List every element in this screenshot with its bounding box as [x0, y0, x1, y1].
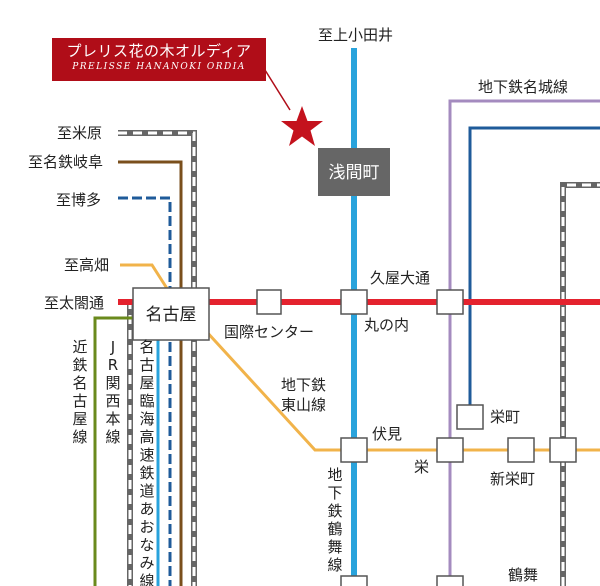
property-name-jp: プレリス花の木オルディア — [66, 42, 252, 60]
station-name-shinsakae: 新栄町 — [490, 470, 535, 488]
label-to-gifu: 至名鉄岐阜 — [28, 153, 103, 171]
callout-leader — [264, 69, 291, 111]
station-name-fushimi: 伏見 — [372, 425, 402, 443]
station-name-kokusai: 国際センター — [224, 323, 314, 341]
jr-line-chuo-east — [560, 182, 600, 586]
label-to-kamiotai: 至上小田井 — [318, 26, 393, 44]
meiko-line — [468, 126, 600, 410]
hakata-line — [118, 196, 172, 586]
station-markers — [132, 148, 577, 586]
station-box-kokusai[interactable] — [256, 289, 282, 315]
station-box-tsurumai-south[interactable] — [340, 575, 368, 586]
label-meijo-line: 地下鉄名城線 — [478, 78, 568, 96]
label-to-hakata: 至博多 — [56, 191, 101, 209]
sakuradori-line — [120, 263, 170, 291]
station-name-tsurumai: 鶴舞 — [508, 566, 538, 584]
label-to-maibara: 至米原 — [57, 124, 102, 142]
meitetsu-line — [118, 160, 183, 586]
station-box-shinsakae[interactable] — [507, 437, 535, 463]
property-star-icon[interactable] — [281, 106, 323, 146]
label-aonami-line: 名古屋臨海高速鉄道あおなみ線 — [139, 338, 154, 586]
station-box-marunouchi[interactable] — [340, 289, 368, 315]
station-name-nagoya: 名古屋 — [146, 305, 197, 325]
station-name-sengencho: 浅間町 — [329, 163, 380, 183]
station-box-nagoya[interactable] — [132, 287, 210, 341]
property-callout: プレリス花の木オルディア PRELISSE HANANOKI ORDIA — [52, 38, 266, 81]
station-name-sakaemachi: 栄町 — [490, 408, 520, 426]
station-box-sengencho[interactable] — [318, 148, 390, 196]
station-box-fushimi[interactable] — [340, 437, 368, 463]
label-tsurumai-line: 地下鉄鶴舞線 — [327, 466, 342, 574]
label-to-takabata: 至高畑 — [64, 256, 109, 274]
station-box-hisaya[interactable] — [436, 289, 464, 315]
meijo-line — [448, 99, 600, 586]
label-higashiyama-2: 東山線 — [281, 396, 326, 414]
station-box-sakae[interactable] — [436, 437, 464, 463]
station-name-hisaya: 久屋大通 — [370, 269, 430, 287]
station-box-chikusa[interactable] — [549, 437, 577, 463]
station-name-marunouchi: 丸の内 — [364, 316, 409, 334]
station-box-meijo-south[interactable] — [436, 575, 464, 586]
property-name-en: PRELISSE HANANOKI ORDIA — [72, 62, 246, 72]
station-name-sakae: 栄 — [414, 458, 429, 476]
label-higashiyama-1: 地下鉄 — [281, 376, 326, 394]
label-to-taikodori: 至太閤通 — [44, 294, 104, 312]
label-kintetsu-line: 近鉄名古屋線 — [72, 338, 87, 446]
station-box-sakaemachi[interactable] — [456, 404, 484, 430]
